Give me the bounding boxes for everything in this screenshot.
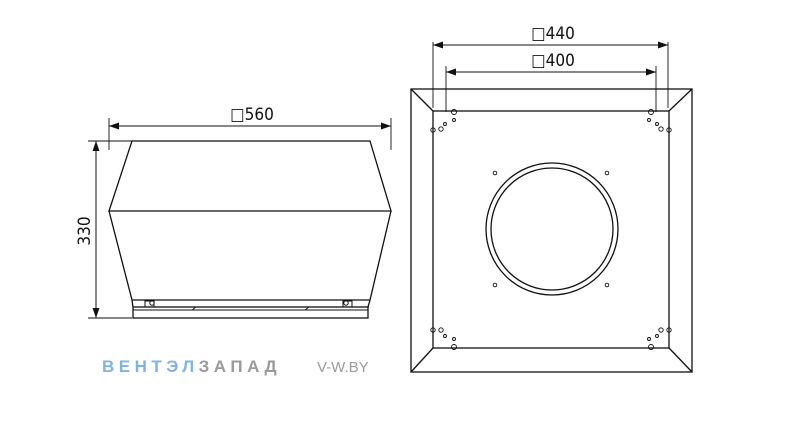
corner-diagonal xyxy=(410,88,434,112)
hood-body xyxy=(108,210,392,301)
side-edge xyxy=(131,299,134,308)
hood-cap xyxy=(108,140,392,212)
base-flange xyxy=(132,306,369,319)
outlet-outer-ring xyxy=(485,162,619,296)
corner-bolts xyxy=(430,109,672,350)
side-width-label: □560 xyxy=(230,105,274,125)
top-view xyxy=(410,41,693,373)
brand-part-1: ВЕНТЭЛ xyxy=(102,357,199,376)
inner-frame xyxy=(432,110,670,349)
mounting-holes xyxy=(492,170,610,288)
flange-mark xyxy=(304,306,310,311)
outlet-inner-ring xyxy=(490,167,614,291)
corner-diagonal xyxy=(668,88,693,112)
flange-mark xyxy=(191,306,197,311)
side-view xyxy=(88,118,392,319)
bolt-right xyxy=(342,300,353,308)
brand-logo: ВЕНТЭЛЗАПАД xyxy=(102,357,281,377)
corner-diagonal xyxy=(668,347,693,373)
top-inner-label: □400 xyxy=(531,51,575,71)
corner-diagonal xyxy=(410,347,434,373)
side-edge xyxy=(367,299,371,308)
side-height-label: 330 xyxy=(75,216,95,245)
outer-frame xyxy=(410,88,693,373)
brand-website: V-W.BY xyxy=(317,359,369,376)
top-outer-label: □440 xyxy=(531,24,575,44)
brand-part-2: ЗАПАД xyxy=(198,357,282,376)
bolt-left xyxy=(144,300,155,308)
